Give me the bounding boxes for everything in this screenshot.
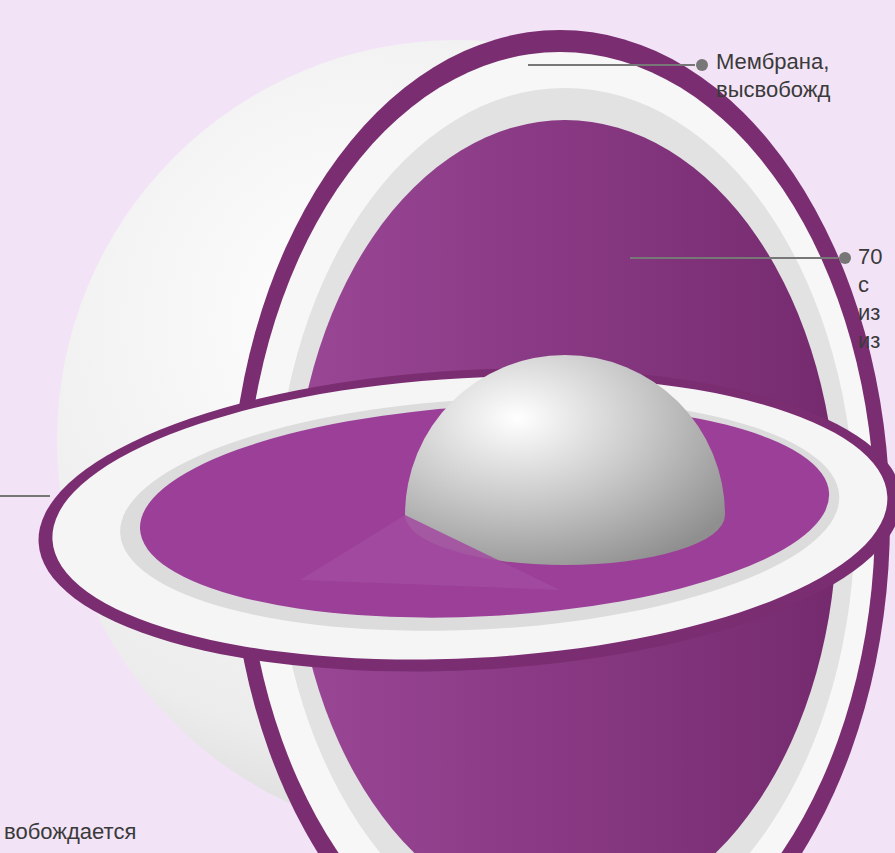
leader-line [528, 64, 695, 66]
outer-ring [31, 348, 895, 693]
core-hemisphere [405, 355, 725, 565]
leader-line [630, 257, 838, 259]
leader-line [0, 495, 50, 497]
cut-face [300, 515, 560, 590]
leader-dot [839, 252, 851, 264]
callout-label: Мембрана, высвобожд [716, 48, 886, 104]
leader-dot [696, 59, 708, 71]
callout-label: вобождается [4, 818, 204, 846]
callout-label: 70 с из из [858, 243, 888, 355]
